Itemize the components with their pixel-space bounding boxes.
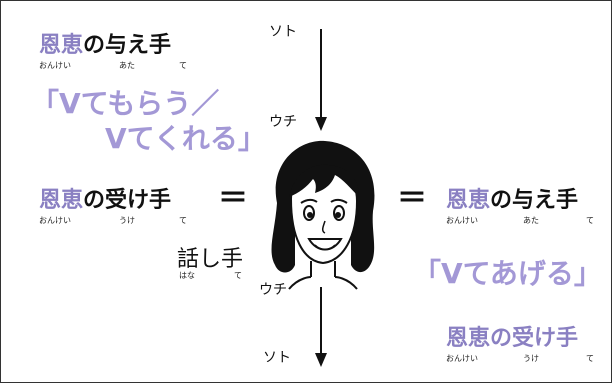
- equals-right: ＝: [397, 181, 427, 216]
- soto-top-label: ソト: [269, 24, 297, 40]
- bottom-right-ruby-b: て: [586, 354, 594, 363]
- top-left-term-rest: の与え手: [83, 33, 172, 58]
- right-mid-ruby-b: て: [586, 216, 594, 225]
- left-mid-ruby-b: て: [179, 216, 187, 225]
- speaker-ruby-b: て: [234, 271, 242, 280]
- right-mid-term: 恩恵の与え手: [446, 189, 578, 213]
- top-left-ruby-accent: おんけい: [39, 61, 71, 70]
- bottom-right-ruby-a: うけ: [523, 354, 539, 363]
- speaker-label: 話し手: [177, 247, 244, 272]
- left-mid-term-rest: の受け手: [83, 188, 172, 213]
- uchi-bottom-label: ウチ: [259, 282, 287, 298]
- down-arrow-icon: [315, 287, 327, 367]
- left-mid-term-accent: 恩恵: [39, 188, 84, 213]
- left-phrase-line2: Vてくれる」: [105, 122, 266, 155]
- left-mid-ruby-a: うけ: [119, 216, 135, 225]
- speaker-ruby-a: はな: [179, 271, 195, 280]
- uchi-top-label: ウチ: [269, 114, 297, 130]
- top-left-ruby-a: あた: [119, 61, 135, 70]
- equals-left: ＝: [218, 181, 248, 216]
- right-mid-ruby-accent: おんけい: [446, 216, 478, 225]
- right-mid-term-accent: 恩恵: [446, 188, 491, 213]
- top-left-term-accent: 恩恵: [39, 33, 84, 58]
- left-mid-ruby-accent: おんけい: [39, 216, 71, 225]
- bottom-right-term-rest: の受け手: [490, 326, 579, 351]
- right-mid-ruby-a: あた: [523, 216, 539, 225]
- bottom-right-term: 恩恵の受け手: [446, 327, 578, 351]
- right-phrase: 「Vてあげる」: [413, 257, 602, 290]
- bottom-right-ruby-accent: おんけい: [446, 354, 478, 363]
- top-left-term: 恩恵の与え手: [39, 34, 171, 58]
- right-mid-term-rest: の与え手: [490, 188, 579, 213]
- soto-bottom-label: ソト: [263, 350, 291, 366]
- bottom-right-term-accent: 恩恵: [446, 326, 491, 351]
- top-left-ruby-b: て: [179, 61, 187, 70]
- left-mid-term: 恩恵の受け手: [39, 189, 171, 213]
- left-phrase-line1: 「Vてもらう／: [31, 87, 220, 120]
- down-arrow-icon: [315, 29, 327, 131]
- speaker-face-illustration: [271, 140, 375, 290]
